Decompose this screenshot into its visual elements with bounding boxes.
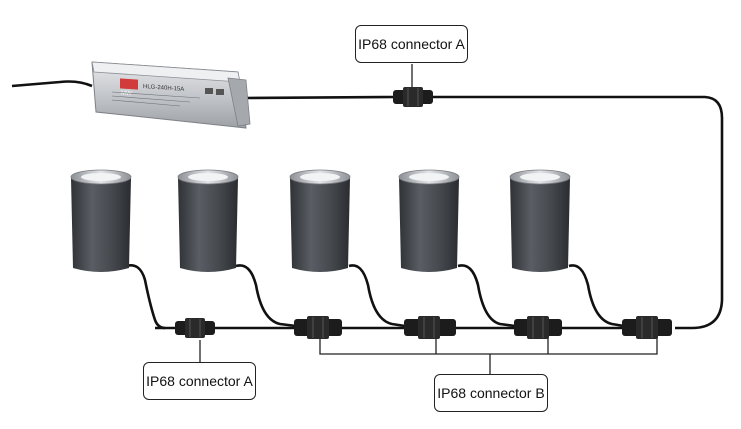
label-connector-a-bottom-text: IP68 connector A <box>146 373 253 389</box>
connector-b-3 <box>514 316 562 339</box>
lamp-cable-1 <box>125 264 166 330</box>
label-connector-a-top-text: IP68 connector A <box>358 36 465 52</box>
lamp-cable-4 <box>457 264 516 328</box>
lamp-2 <box>177 169 239 272</box>
connector-b-1 <box>294 316 342 339</box>
driver-brand-text: MW <box>121 90 132 97</box>
label-connector-b: IP68 connector B <box>434 374 548 412</box>
connector-b-4 <box>622 316 672 339</box>
lamps <box>70 169 571 272</box>
connector-a-top <box>393 87 433 107</box>
lamp-1 <box>70 169 132 272</box>
connector-b-2 <box>404 316 456 339</box>
lamp-4 <box>398 169 460 272</box>
label-connector-b-text: IP68 connector B <box>437 385 545 401</box>
label-connector-a-bottom: IP68 connector A <box>143 362 256 400</box>
driver-model-text: HLG-240H-15A <box>143 84 184 93</box>
mains-cable <box>11 80 93 88</box>
lamp-5 <box>509 169 571 272</box>
lamp-3 <box>289 169 351 272</box>
connector-a-bottom <box>175 318 215 338</box>
wires <box>11 80 724 330</box>
connector-a-leaders <box>199 64 413 362</box>
lamp-cable-3 <box>348 264 406 328</box>
led-driver: MW HLG-240H-15A <box>91 61 251 129</box>
driver-output-wire <box>244 95 396 100</box>
label-connector-a-top: IP68 connector A <box>355 25 468 63</box>
connector-b-bracket <box>319 338 658 374</box>
lamp-cable-5 <box>568 264 625 328</box>
driver-brand-badge <box>120 78 138 90</box>
lamp-cable-2 <box>235 264 297 328</box>
main-run-wire <box>432 95 724 330</box>
